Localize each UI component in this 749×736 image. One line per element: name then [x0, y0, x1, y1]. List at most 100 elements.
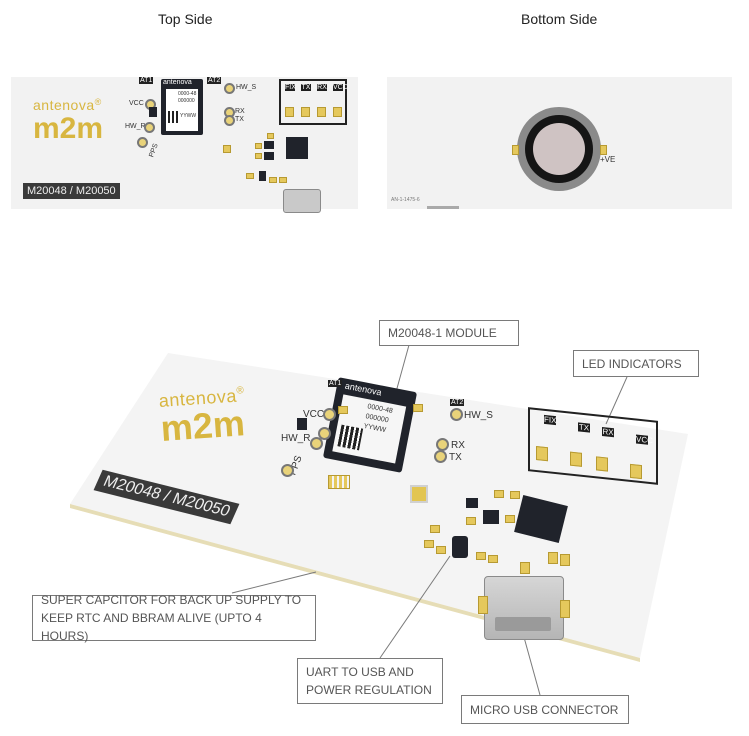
main-led-label-vcc: VCC	[636, 434, 653, 446]
logo-wordmark: antenova	[33, 97, 95, 113]
capacitor-pad-left	[512, 145, 519, 155]
led-tx	[301, 107, 310, 117]
led-label-tx: TX	[301, 84, 311, 91]
resistor	[246, 173, 254, 179]
main-tx-pad	[434, 450, 447, 463]
main-capacitor	[494, 490, 504, 498]
led-fix	[285, 107, 294, 117]
bottom-side-heading: Bottom Side	[521, 11, 598, 27]
top-side-board: antenova® m2m antenova 0000-48 000000 YY…	[11, 77, 358, 213]
callout-led: LED INDICATORS	[573, 350, 699, 377]
led-label-rx: RX	[317, 84, 327, 91]
vcc-label: VCC	[129, 100, 144, 107]
capacitor	[255, 153, 262, 159]
pps-pad	[137, 137, 148, 148]
resistor	[269, 177, 277, 183]
module-text-1: 0000-48	[178, 91, 197, 97]
main-led-block: FIX TX RX VCC	[528, 407, 658, 485]
main-resistor	[560, 554, 570, 566]
callout-supercap-line2: KEEP RTC AND BBRAM ALIVE (UPTO 4 HOURS)	[41, 611, 262, 643]
main-pps-pad	[281, 464, 294, 477]
main-resistor	[476, 552, 486, 560]
small-ic	[149, 107, 157, 117]
hw-s-pad	[224, 83, 235, 94]
main-resistor	[520, 562, 530, 574]
main-hw-s-label: HW_S	[464, 410, 493, 421]
main-resistor	[548, 552, 558, 564]
leader-usb	[521, 629, 541, 696]
callout-supercap-line1: SUPER CAPCITOR FOR BACK UP SUPPLY TO	[41, 593, 302, 607]
usb-port-opening	[495, 617, 551, 631]
main-resistor	[488, 555, 498, 563]
logo-m2m: m2m	[33, 112, 104, 145]
usb-uart-ic	[286, 137, 308, 159]
at1-label: AT1	[139, 77, 154, 84]
led-rx	[317, 107, 326, 117]
main-qr-code-icon	[337, 424, 364, 451]
hw-s-label: HW_S	[236, 84, 257, 91]
callout-supercap: SUPER CAPCITOR FOR BACK UP SUPPLY TO KEE…	[32, 593, 316, 643]
main-led-label-fix: FIX	[544, 414, 557, 426]
main-rx-pad	[436, 438, 449, 451]
leader-module	[395, 344, 410, 393]
main-hw-r-label: HW_R	[281, 433, 311, 444]
main-at2-label: AT2	[450, 399, 465, 406]
main-extra-pad	[318, 427, 331, 440]
main-hw-s-pad	[450, 408, 463, 421]
main-module-label: 0000-48 000000 YYWW	[332, 394, 407, 464]
main-hw-r-pad	[310, 437, 323, 450]
main-led-rx	[596, 456, 608, 472]
callout-uart-line1: UART TO USB AND	[306, 665, 414, 679]
capacitor-face	[533, 123, 585, 175]
leader-uart	[379, 555, 451, 659]
main-micro-usb-connector	[484, 576, 564, 640]
led-label-fix: FIX	[285, 84, 296, 91]
board-ref-code: AN-1-1475-6	[391, 197, 420, 203]
main-test-pad	[410, 485, 428, 503]
capacitor-ring	[525, 115, 593, 183]
callout-usb: MICRO USB CONNECTOR	[461, 695, 629, 724]
tx-pad	[224, 115, 235, 126]
transistor	[259, 171, 266, 181]
hw-r-label: HW_R	[125, 123, 146, 130]
main-led-tx	[570, 451, 582, 467]
resistor	[279, 177, 287, 183]
rx-label: RX	[235, 108, 245, 115]
super-capacitor	[517, 107, 601, 191]
leader-supercap	[231, 571, 317, 594]
main-capacitor	[505, 515, 515, 523]
main-led-vcc	[630, 463, 642, 480]
main-vcc-pad	[323, 408, 336, 421]
main-vcc-label: VCC	[303, 409, 325, 420]
main-led-label-tx: TX	[578, 422, 590, 433]
bottom-side-board: +VE AN-1-1475-6	[387, 77, 732, 209]
at2-label: AT2	[207, 77, 222, 84]
main-module-text-3: YYWW	[362, 422, 387, 435]
callout-uart: UART TO USB AND POWER REGULATION	[297, 658, 443, 704]
main-at1-label: AT1	[328, 380, 343, 387]
main-antenova-logo: antenova® m2m	[158, 385, 248, 449]
main-logo-m2m: m2m	[159, 402, 247, 449]
led-block: FIX TX RX VCC	[279, 79, 348, 125]
main-capacitor	[413, 404, 423, 412]
main-led-label-rx: RX	[602, 426, 614, 438]
main-capacitor	[424, 540, 434, 548]
capacitor	[267, 133, 274, 139]
regulator-ic-2	[264, 152, 274, 160]
callout-uart-line2: POWER REGULATION	[306, 683, 432, 697]
main-gnss-module: antenova 0000-48 000000 YYWW	[322, 377, 418, 473]
main-logo-registered: ®	[236, 385, 245, 397]
top-side-heading: Top Side	[158, 11, 213, 27]
module-brand: antenova	[163, 79, 192, 86]
regulator-ic	[264, 141, 274, 149]
main-regulator-ic	[483, 510, 499, 524]
main-capacitor	[430, 525, 440, 533]
capacitor-pad-right	[600, 145, 607, 155]
led-label-vcc: VCC	[333, 84, 348, 91]
main-capacitor	[436, 546, 446, 554]
capacitor	[223, 145, 231, 153]
antenova-logo: antenova® m2m	[33, 97, 104, 145]
micro-usb-connector	[283, 189, 321, 213]
callout-module: M20048-1 MODULE	[379, 320, 519, 346]
usb-shield-pad-left	[478, 596, 488, 614]
